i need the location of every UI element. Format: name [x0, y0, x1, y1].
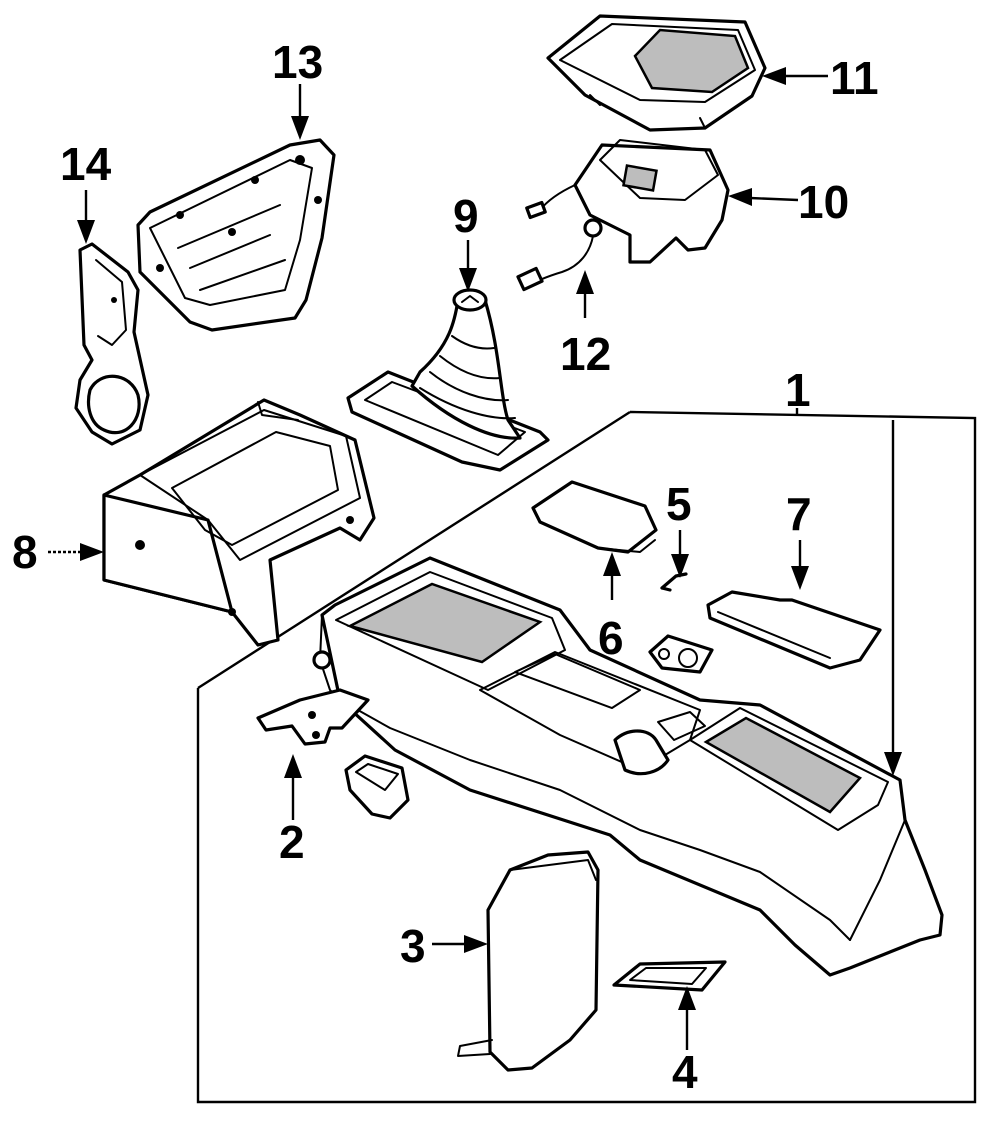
part-2-mount-bracket — [256, 688, 370, 746]
callout-labels: 1 2 3 4 5 6 7 8 9 10 11 12 13 14 — [12, 36, 879, 1098]
callout-1: 1 — [785, 364, 811, 416]
part-4-mat — [612, 960, 727, 992]
part-13-console-bracket — [136, 138, 336, 332]
part-12-bulb-socket — [516, 218, 603, 292]
part-11-shift-bezel — [546, 14, 767, 132]
callout-3: 3 — [400, 920, 426, 972]
part-9-shift-boot — [346, 288, 550, 472]
callout-10: 10 — [798, 176, 849, 228]
part-5-clip — [660, 572, 688, 592]
callout-leaders — [48, 67, 828, 1050]
part-3-side-cover — [457, 850, 600, 1072]
callout-6: 6 — [598, 612, 624, 664]
callout-13: 13 — [272, 36, 323, 88]
part-1-console-body — [312, 556, 944, 977]
callout-7: 7 — [786, 488, 812, 540]
callout-5: 5 — [666, 478, 692, 530]
part-6-lid — [531, 480, 658, 554]
callout-9: 9 — [453, 190, 479, 242]
cup-insert — [344, 754, 410, 820]
callout-8: 8 — [12, 526, 38, 578]
callout-2: 2 — [279, 816, 305, 868]
callout-12: 12 — [560, 328, 611, 380]
callout-11: 11 — [830, 52, 879, 104]
part-14-support-stay — [74, 242, 150, 446]
callout-4: 4 — [672, 1046, 698, 1098]
part-8-rear-tray — [102, 398, 376, 647]
part-10-indicator-panel — [525, 139, 730, 264]
switch-plate — [648, 634, 714, 674]
callout-14: 14 — [60, 138, 112, 190]
part-7-pad — [706, 590, 882, 670]
